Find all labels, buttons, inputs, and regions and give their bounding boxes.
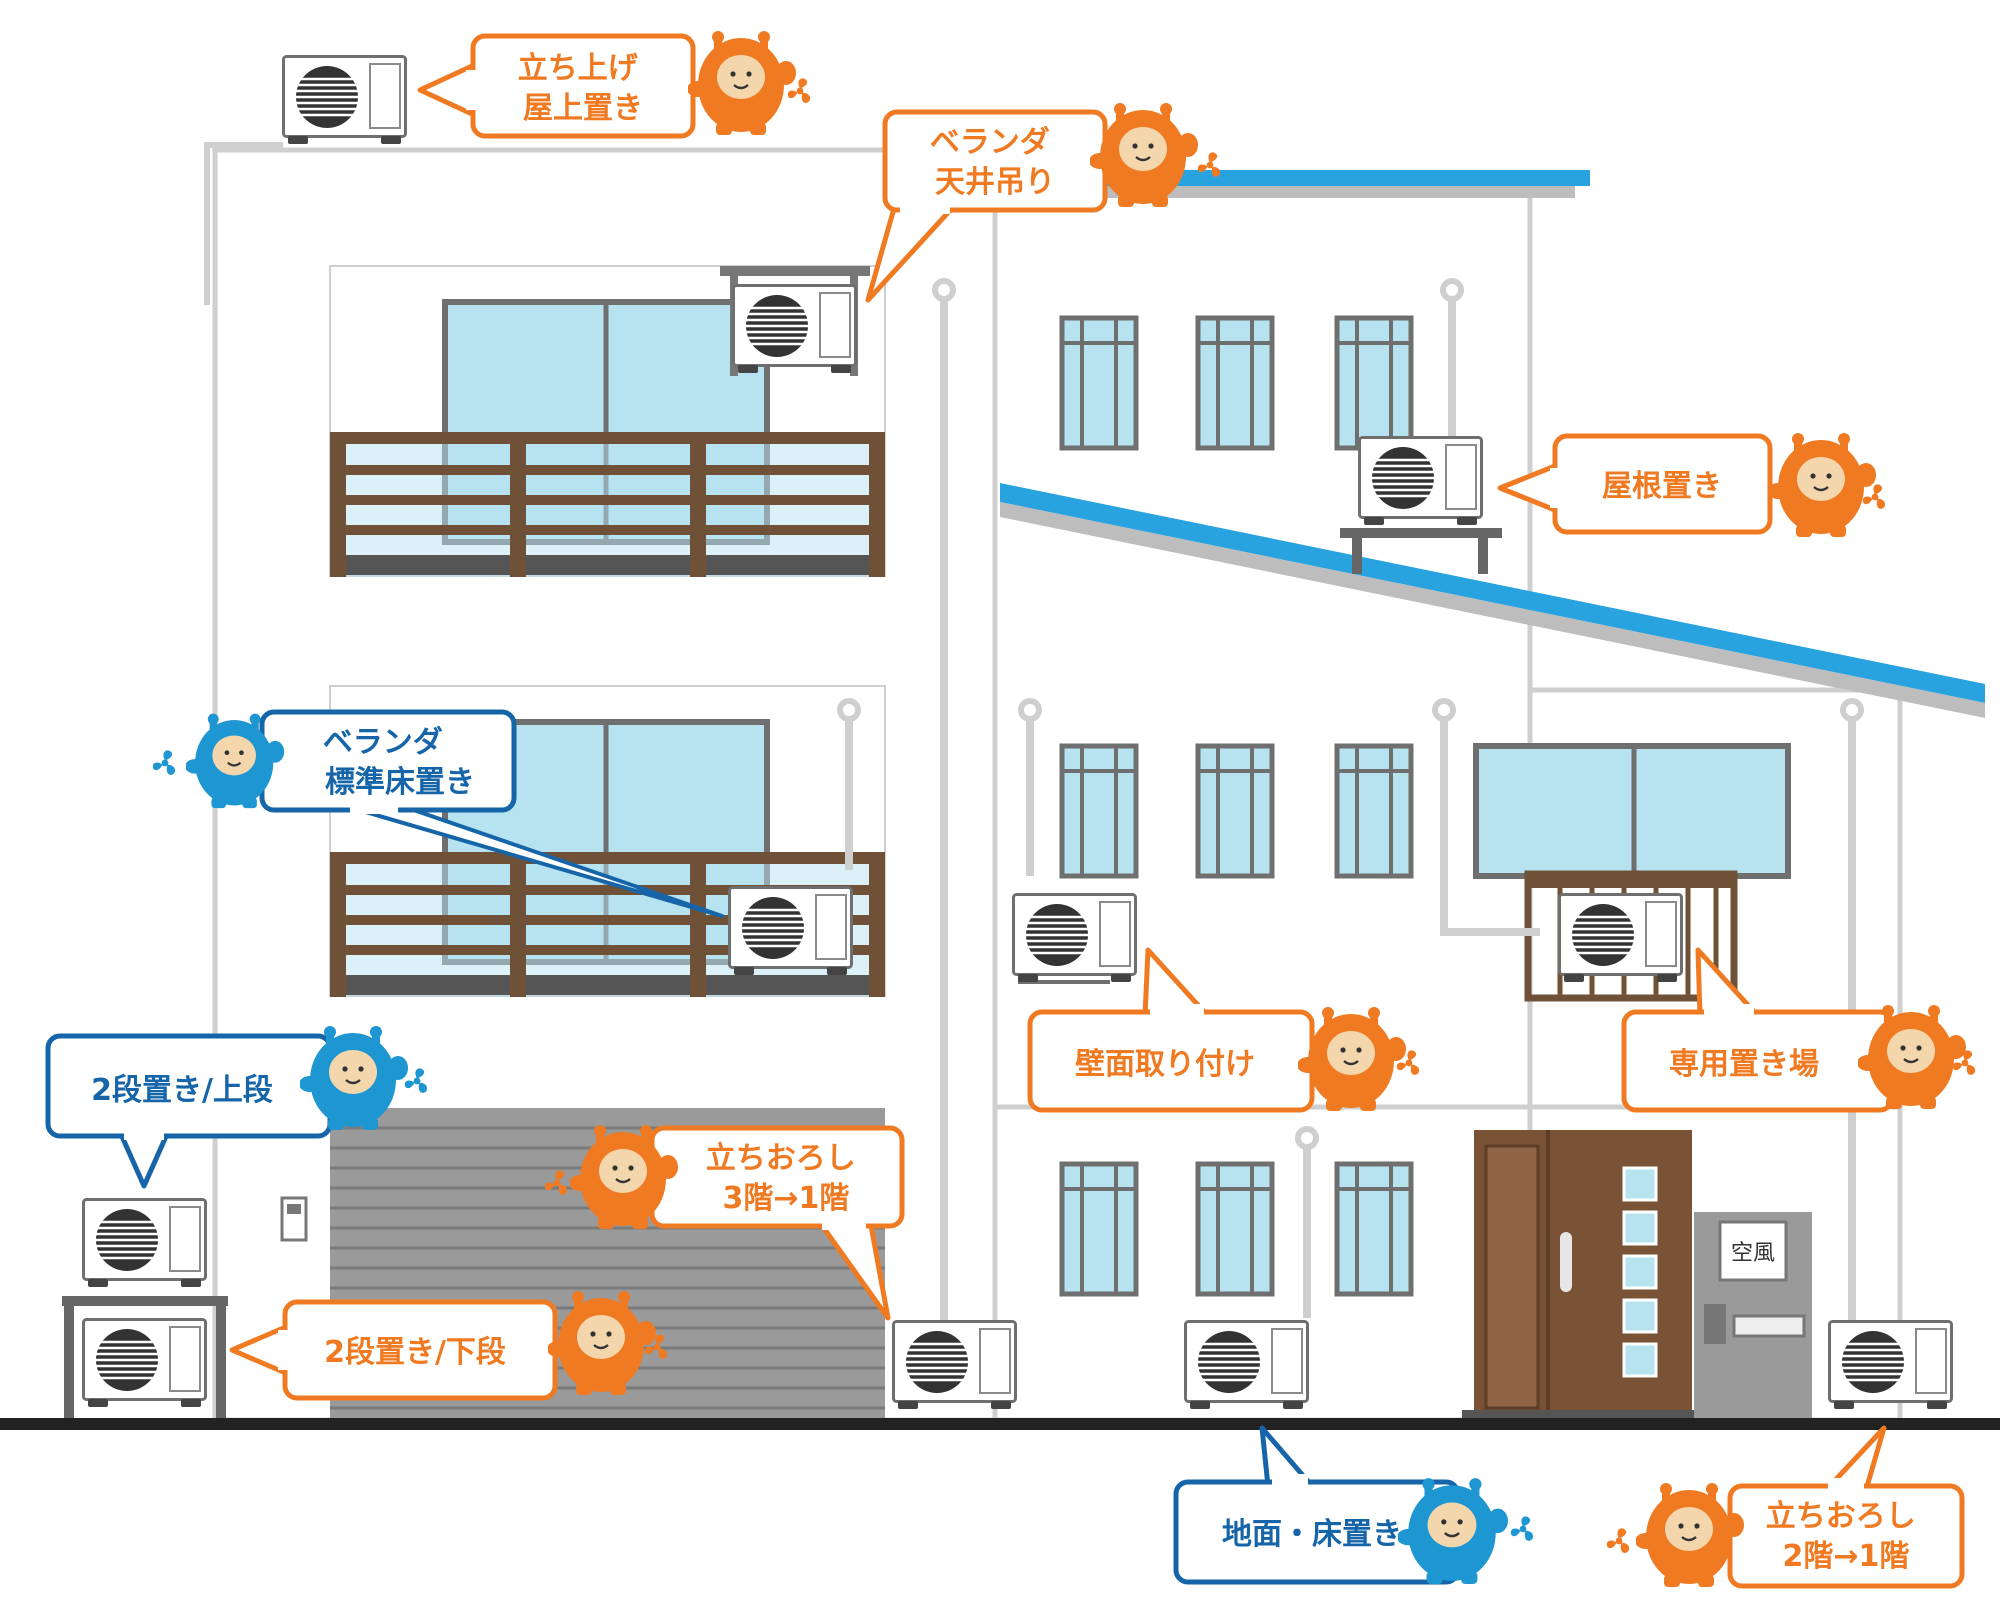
callout-dedicated-place: 専用置き場 (1621, 947, 1976, 1113)
mascot-character-icon (688, 29, 798, 137)
svg-text:屋根置き: 屋根置き (1602, 469, 1722, 504)
svg-text:立ち上げ 屋上置き: 立ち上げ 屋上置き (518, 51, 648, 126)
ground-line (0, 1418, 2000, 1430)
air-conditioner-outdoor-unit-icon (82, 1198, 207, 1288)
front-door (1462, 1130, 1704, 1420)
callout-two-tier-upper: 2段置き/上段 (45, 1024, 428, 1189)
callout-drop-2-to-1: 立ちおろし 2階→1階 (1606, 1425, 1965, 1589)
svg-text:壁面取り付け: 壁面取り付け (1075, 1047, 1255, 1082)
sloped-roof (1000, 483, 1985, 703)
air-conditioner-outdoor-unit-icon (1012, 892, 1137, 984)
callout-two-tier-lower: 2段置き/下段 (229, 1289, 668, 1401)
fan-icon (1862, 484, 1886, 509)
fan-icon (1510, 1516, 1534, 1541)
air-conditioner-outdoor-unit-icon (1828, 1319, 1953, 1411)
callout-ceiling-hang: ベランダ 天井吊り (865, 101, 1221, 303)
balcony-railing-3f (330, 432, 885, 577)
mascot-character-icon (1768, 431, 1878, 539)
svg-text:ベランダ 標準床置き: ベランダ 標準床置き (323, 725, 475, 800)
nameplate: 空風 (1731, 1241, 1775, 1266)
svg-text:立ちおろし 3階→1階: 立ちおろし 3階→1階 (706, 1141, 866, 1216)
callout-wall-mount: 壁面取り付け (1027, 947, 1420, 1113)
air-conditioner-outdoor-unit-icon (1558, 892, 1683, 984)
svg-text:専用置き場: 専用置き場 (1669, 1047, 1819, 1082)
air-conditioner-outdoor-unit-icon (82, 1317, 207, 1409)
air-conditioner-outdoor-unit-icon (892, 1319, 1017, 1411)
callout-rooftop: 立ち上げ 屋上置き (417, 29, 811, 139)
svg-text:立ちおろし 2階→1階: 立ちおろし 2階→1階 (1766, 1499, 1926, 1574)
air-conditioner-outdoor-unit-icon (728, 886, 853, 976)
svg-text:ベランダ 天井吊り: ベランダ 天井吊り (930, 125, 1060, 200)
callout-balcony-floor: ベランダ 標準床置き (152, 709, 724, 918)
air-conditioner-outdoor-unit-icon (732, 284, 857, 374)
air-conditioner-outdoor-unit-icon (1184, 1319, 1309, 1411)
svg-text:2段置き/下段: 2段置き/下段 (324, 1335, 506, 1370)
callout-drop-3-to-1: 立ちおろし 3階→1階 (544, 1123, 905, 1321)
air-conditioner-outdoor-unit-icon (282, 55, 407, 145)
svg-text:地面・床置き: 地面・床置き (1222, 1517, 1402, 1552)
callout-roof-place: 屋根置き (1497, 431, 1886, 539)
fan-icon (152, 750, 176, 775)
fan-icon (1606, 1528, 1630, 1553)
callout-ground-floor: 地面・床置き (1173, 1425, 1534, 1586)
air-conditioner-outdoor-unit-icon (1358, 436, 1483, 526)
svg-text:2段置き/上段: 2段置き/上段 (91, 1073, 273, 1108)
